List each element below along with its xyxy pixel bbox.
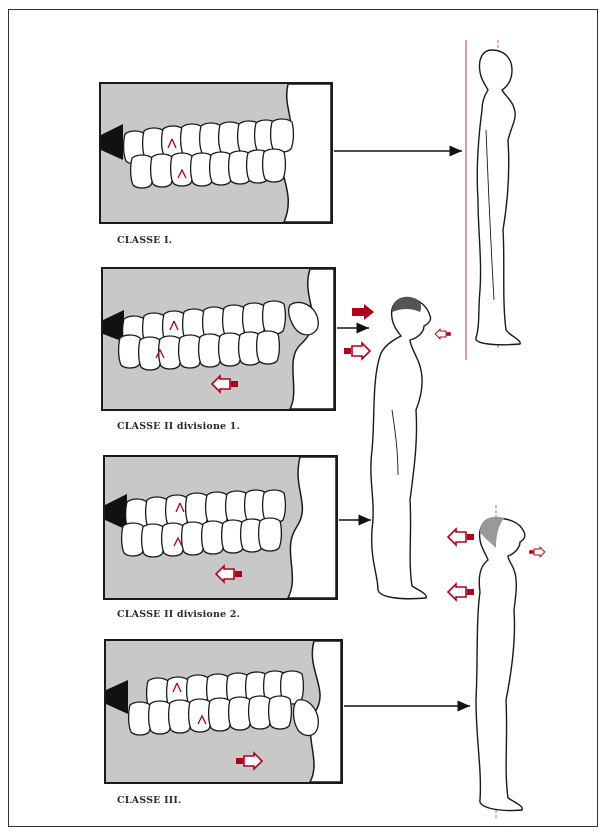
tooth <box>149 701 172 734</box>
posture-figure-class-2-div-1 <box>344 297 451 599</box>
tooth <box>259 518 282 551</box>
tooth <box>179 335 202 368</box>
neck-backward-arrow <box>448 584 474 600</box>
caption-class-3: CLASSE III. <box>117 795 182 806</box>
tooth <box>142 524 165 557</box>
chin-backward-arrow <box>435 329 451 339</box>
tooth <box>209 698 232 731</box>
tooth <box>182 522 205 555</box>
chin-forward-arrow <box>529 547 545 557</box>
occlusion-panel-class-2-div-2 <box>104 456 337 599</box>
posture-figure-class-1 <box>466 40 520 360</box>
caption-class-2-div-2: CLASSE II divisione 2. <box>117 609 240 620</box>
tooth <box>263 149 286 182</box>
tooth <box>257 331 280 364</box>
head-forward-arrow <box>352 304 374 320</box>
tooth <box>151 154 174 187</box>
caption-class-1: CLASSE I. <box>117 235 172 246</box>
caption-class-2-div-1: CLASSE II divisione 1. <box>117 421 240 432</box>
tooth <box>129 702 152 735</box>
tooth <box>229 697 252 730</box>
tooth <box>271 119 294 152</box>
posture-figure-class-2-div-2 <box>448 505 545 820</box>
tooth <box>199 334 222 367</box>
tooth <box>186 493 209 526</box>
occlusion-panel-class-1 <box>100 83 332 223</box>
tooth <box>189 699 212 732</box>
tooth <box>159 336 182 369</box>
tooth <box>202 521 225 554</box>
tooth <box>162 523 185 556</box>
tooth <box>219 333 242 366</box>
occlusion-panel-class-2-div-1 <box>102 268 335 410</box>
neck-forward-arrow <box>344 343 370 359</box>
tooth <box>131 155 154 188</box>
tooth <box>243 303 266 336</box>
tooth <box>169 700 192 733</box>
head-backward-arrow <box>448 529 474 545</box>
occlusion-panel-class-3 <box>105 640 342 783</box>
tooth <box>206 492 229 525</box>
tooth <box>263 301 286 334</box>
tooth <box>269 696 292 729</box>
